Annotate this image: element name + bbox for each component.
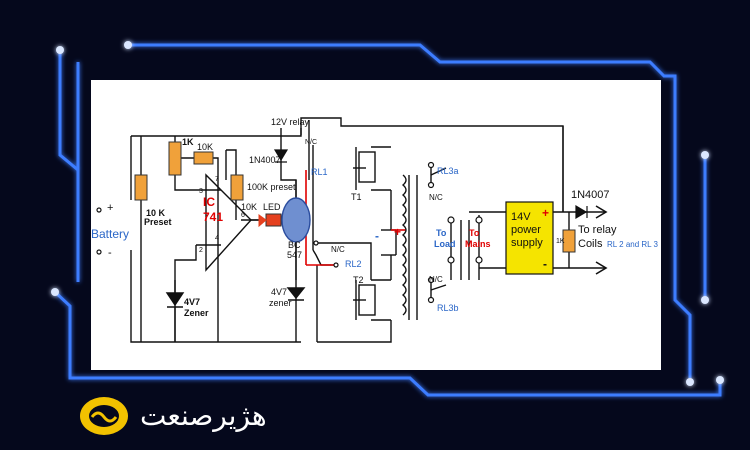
led-symbol (258, 214, 267, 228)
label-bc: BC (288, 240, 301, 250)
label-10k-preset: 10 K (146, 208, 166, 218)
label-100k-preset: 100K preset (247, 182, 296, 192)
label-diode-top: 1N4007 (249, 155, 281, 165)
label-pin2: 2 (199, 247, 203, 254)
mosfet-t2 (358, 284, 376, 316)
label-nc-top: N/C (305, 139, 317, 146)
label-psu-plus: + (542, 206, 549, 220)
label-preset: Preset (144, 217, 172, 227)
label-nc-r2: N/C (429, 275, 443, 284)
arrow-out-top (595, 205, 608, 219)
label-1k: 1K (182, 137, 194, 147)
mosfet-t1 (358, 151, 376, 183)
resistor-10k (193, 151, 214, 165)
arrow-out-bottom (595, 261, 608, 275)
label-to-mains-1: To (469, 228, 480, 238)
preset-100k (230, 174, 244, 201)
label-pin4: 4 (215, 235, 219, 242)
label-zener-4v7: 4V7 (184, 297, 200, 307)
label-nc-r1: N/C (429, 193, 443, 202)
resistor-1k (168, 141, 182, 176)
brand-logo-icon (80, 397, 128, 435)
label-psu-supply: supply (511, 237, 543, 249)
resistor-10k-led (265, 213, 282, 227)
preset-10k (134, 174, 148, 201)
label-coils: Coils (578, 238, 603, 250)
schematic-panel: 12V relay 1N4007 N/C RL1 1K 10K 7 3 2 4 … (91, 80, 661, 370)
label-547: 547 (287, 250, 302, 260)
label-rl3a: RL3a (437, 166, 459, 176)
label-t1: T1 (351, 192, 362, 202)
label-psu-minus: - (543, 257, 547, 271)
label-10k-led: 10K (241, 202, 257, 212)
power-supply-box (505, 201, 554, 275)
brand-name: هژیرصنعت (140, 399, 267, 432)
label-relay-12v: 12V relay (271, 117, 310, 127)
op-amp-ic741 (205, 173, 252, 272)
label-ic: IC (203, 195, 215, 209)
transistor-bc547 (281, 197, 311, 243)
zener-diode-4v7 (165, 292, 185, 308)
label-plus-transformer: + (394, 225, 401, 239)
label-diode-out: 1N4007 (571, 189, 610, 201)
label-rl1: RL1 (311, 167, 328, 177)
transformer-coil (401, 174, 407, 316)
label-pin3: 3 (199, 188, 203, 195)
label-pin6: 6 (241, 212, 245, 219)
battery-plus: + (107, 202, 113, 214)
label-to-load-2: Load (434, 239, 456, 249)
label-rl2: RL2 (345, 259, 362, 269)
label-10k: 10K (197, 142, 213, 152)
label-to-mains-2: Mains (465, 239, 491, 249)
label-zener: Zener (184, 308, 209, 318)
label-psu-power: power (511, 224, 541, 236)
label-t2: T2 (353, 275, 364, 285)
label-rl3b: RL3b (437, 303, 459, 313)
label-rl2-rl3: RL 2 and RL 3 (607, 240, 659, 249)
label-zener2: zener (269, 298, 292, 308)
label-psu-14v: 14V (511, 211, 531, 223)
label-battery: Battery (91, 227, 129, 241)
label-minus-transformer: - (375, 229, 379, 243)
label-zener2-4v7: 4V7 (271, 287, 287, 297)
label-to-relay: To relay (578, 224, 617, 236)
label-pin7: 7 (215, 176, 219, 183)
label-1k-out: 1K (556, 238, 565, 245)
zener-diode-2 (286, 287, 306, 301)
diode-1n4007-top (273, 149, 289, 163)
label-led: LED (263, 202, 281, 212)
output-diode-1n4007 (575, 204, 588, 220)
battery-minus: - (108, 247, 112, 259)
label-741: 741 (203, 210, 223, 224)
inverter-circuit-diagram: 12V relay 1N4007 N/C RL1 1K 10K 7 3 2 4 … (91, 117, 659, 343)
resistor-1k-out (562, 229, 576, 253)
label-nc-mid: N/C (331, 245, 345, 254)
label-to-load-1: To (436, 228, 447, 238)
relay-contact-dots (96, 161, 483, 304)
